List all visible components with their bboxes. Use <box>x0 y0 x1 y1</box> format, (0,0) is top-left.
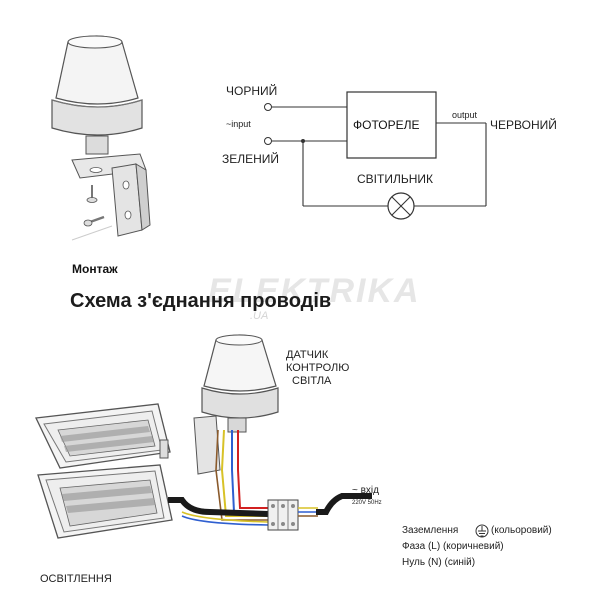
legend-ground-note: (кольоровий) <box>491 525 552 536</box>
photorelay-label: ФОТОРЕЛЕ <box>353 118 420 132</box>
watermark-logo: ELEKTRIKA <box>208 272 421 310</box>
legend-ground: Заземлення <box>402 525 459 536</box>
floodlight-lower <box>37 464 173 539</box>
section-title: Схема з'єднання проводів <box>70 290 332 312</box>
watermark-domain: .UA <box>250 310 269 322</box>
wire-green-label: ЗЕЛЕНИЙ <box>222 152 280 166</box>
photo-sensor-top-drawing <box>51 35 143 155</box>
wire-black-label: ЧОРНИЙ <box>226 84 278 98</box>
photo-sensor-bottom-drawing <box>193 334 279 475</box>
mounting-bracket-drawing <box>71 153 151 241</box>
schematic-diagram <box>264 91 487 220</box>
lamp-label: СВІТИЛЬНИК <box>357 172 433 186</box>
mains-cable <box>316 493 372 515</box>
ground-icon <box>475 524 489 538</box>
floodlight-upper <box>35 403 171 469</box>
legend-phase: Фаза (L) (коричневий) <box>402 541 504 552</box>
mount-caption: Монтаж <box>72 262 118 276</box>
sensor-label-line2: КОНТРОЛЮ <box>286 362 350 374</box>
floodlight-label: ОСВІТЛЕННЯ <box>40 573 112 585</box>
terminal-block <box>267 499 299 531</box>
input-label: ~input <box>226 119 251 129</box>
legend-neutral: Нуль (N) (синій) <box>402 557 476 568</box>
sensor-label-line1: ДАТЧИК <box>286 349 329 361</box>
terminal-green <box>264 137 272 145</box>
input-block-label: ~ вхід <box>352 485 379 496</box>
sensor-label-line3: СВІТЛА <box>292 375 332 387</box>
input-block-voltage: 220V 50Hz <box>352 500 382 506</box>
lamp-cable <box>168 497 269 517</box>
output-label: output <box>452 110 478 120</box>
photorelay-box <box>346 91 437 159</box>
wire-red-label: ЧЕРВОНИЙ <box>490 118 557 132</box>
sensor-wires <box>215 429 270 521</box>
terminal-black <box>264 103 272 111</box>
